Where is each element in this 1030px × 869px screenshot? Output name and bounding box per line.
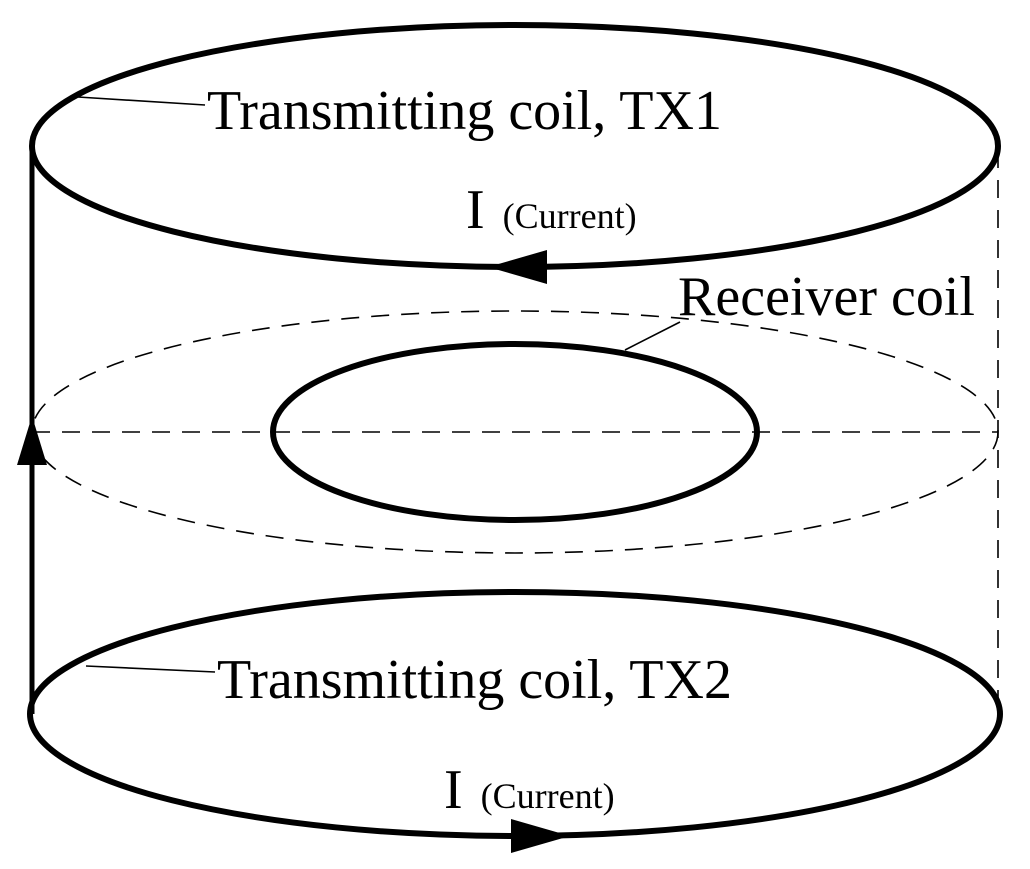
tx1-current-arrow xyxy=(488,250,547,284)
tx2-current-arrow xyxy=(511,819,570,853)
tx2-current-text: (Current) xyxy=(481,776,615,816)
tx1-current-symbol: I xyxy=(466,179,485,241)
receiver-coil-label: Receiver coil xyxy=(678,266,975,328)
tx1-leader-line xyxy=(77,96,206,106)
tx2-current-symbol: I xyxy=(444,759,463,821)
tx1-current-label: I (Current) xyxy=(466,179,637,241)
left-wire-arrow-up xyxy=(17,416,47,465)
receiver-leader-line xyxy=(624,321,681,351)
tx1-current-text: (Current) xyxy=(503,196,637,236)
tx2-label: Transmitting coil, TX2 xyxy=(217,649,732,711)
tx2-current-label: I (Current) xyxy=(444,759,615,821)
receiver-coil xyxy=(270,341,760,523)
tx2-leader-line xyxy=(85,665,216,673)
tx1-label: Transmitting coil, TX1 xyxy=(207,80,722,142)
